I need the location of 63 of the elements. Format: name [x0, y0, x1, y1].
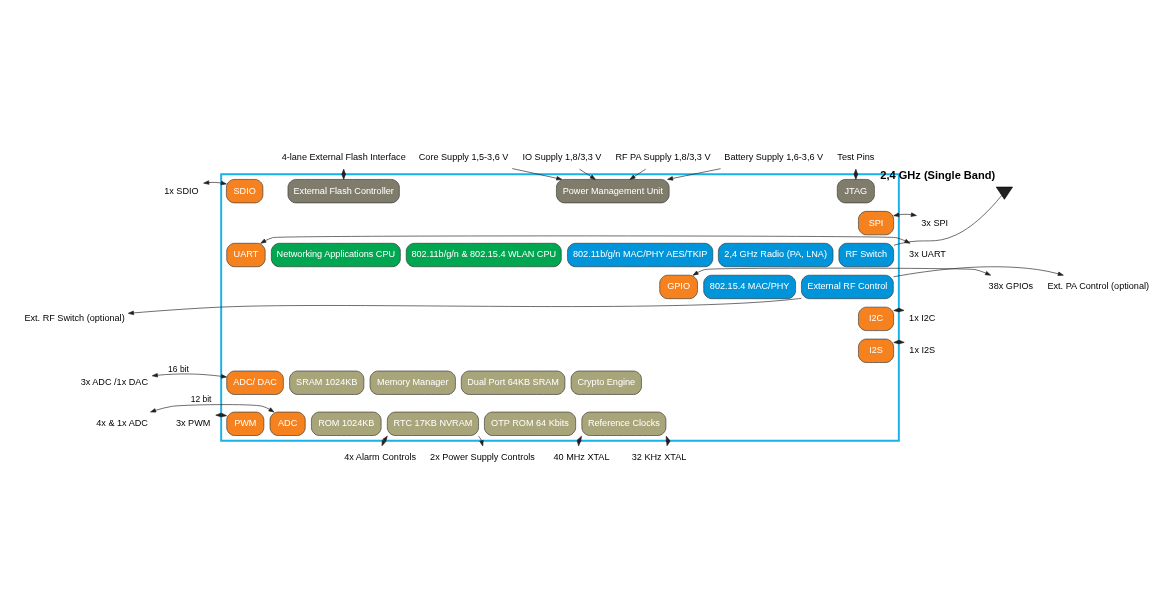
node-box: Reference Clocks — [581, 411, 667, 436]
node-box: GPIO — [659, 274, 698, 299]
node-text: Ext. RF Switch (optional) — [24, 313, 125, 324]
node-text: Core Supply 1,5-3,6 V — [418, 151, 509, 162]
node-text: 3x ADC /1x DAC — [80, 377, 148, 388]
node-box: External Flash Controller — [287, 179, 400, 204]
node-box: Dual Port 64KB SRAM — [460, 370, 566, 395]
node-box: SDIO — [226, 179, 264, 204]
node-box: RF Switch — [838, 242, 894, 268]
node-box: 802.15.4 MAC/PHY — [703, 274, 796, 299]
node-box: External RF Control — [801, 274, 894, 299]
node-box: RTC 17KB NVRAM — [387, 411, 479, 436]
edge-label: 12 bit — [190, 394, 212, 405]
arrow — [203, 180, 227, 186]
node-box: ADC — [269, 411, 306, 436]
node-text: 4x & 1x ADC — [96, 418, 148, 429]
arrow — [579, 168, 596, 180]
node-text: 1x SDIO — [164, 185, 199, 196]
node-box: I2S — [858, 338, 894, 363]
arrow — [151, 373, 227, 379]
node-box: 2,4 GHz Radio (PA, LNA) — [718, 242, 834, 268]
node-text: Battery Supply 1,6-3,6 V — [724, 151, 824, 162]
arrow — [692, 267, 991, 276]
node-box: OTP ROM 64 Kbits — [484, 411, 576, 436]
node-box: SRAM 1024KB — [289, 370, 365, 395]
node-box: 802.11b/g/n MAC/PHY AES/TKIP — [567, 242, 714, 268]
node-box: UART — [226, 242, 266, 268]
node-text: 1x I2S — [909, 345, 936, 356]
node-box: Power Management Unit — [556, 179, 670, 204]
node-box: SPI — [858, 211, 894, 236]
node-text: 38x GPIOs — [988, 281, 1034, 292]
node-text: 4-lane External Flash Interface — [281, 151, 406, 162]
node-text: 32 KHz XTAL — [631, 452, 687, 463]
node-box: Crypto Engine — [570, 370, 642, 395]
arrow — [893, 266, 1064, 278]
node-box: PWM — [226, 411, 265, 436]
arrow — [478, 435, 484, 447]
edge-label: 16 bit — [168, 363, 189, 374]
arrow — [629, 168, 646, 180]
node-box: Memory Manager — [369, 370, 456, 395]
node-box: ADC/ DAC — [226, 370, 284, 395]
node-text: 3x SPI — [921, 217, 949, 228]
node-text: 40 MHz XTAL — [553, 452, 610, 463]
arrow — [667, 168, 721, 181]
node-text: 1x I2C — [909, 313, 936, 324]
node-text: 3x UART — [909, 249, 946, 260]
node-box: ROM 1024KB — [311, 411, 382, 436]
node-box: I2C — [858, 306, 894, 331]
node-triangle — [995, 186, 1013, 200]
arrow — [150, 404, 275, 413]
node-box: Networking Applications CPU — [271, 242, 401, 268]
arrow — [893, 212, 917, 217]
node-text: 2x Power Supply Controls — [430, 452, 535, 463]
node-box: 802.11b/g/n & 802.15.4 WLAN CPU — [405, 242, 562, 268]
node-text: RF PA Supply 1,8/3,3 V — [615, 151, 711, 162]
arrow — [511, 168, 563, 181]
node-box: JTAG — [836, 179, 875, 204]
node-text: Ext. PA Control (optional) — [1047, 281, 1150, 292]
node-text: 4x Alarm Controls — [344, 452, 417, 463]
arrow — [128, 297, 802, 316]
node-text: 3x PWM — [175, 418, 211, 429]
node-text: Test Pins — [837, 151, 875, 162]
node-text: IO Supply 1,8/3,3 V — [522, 151, 602, 162]
